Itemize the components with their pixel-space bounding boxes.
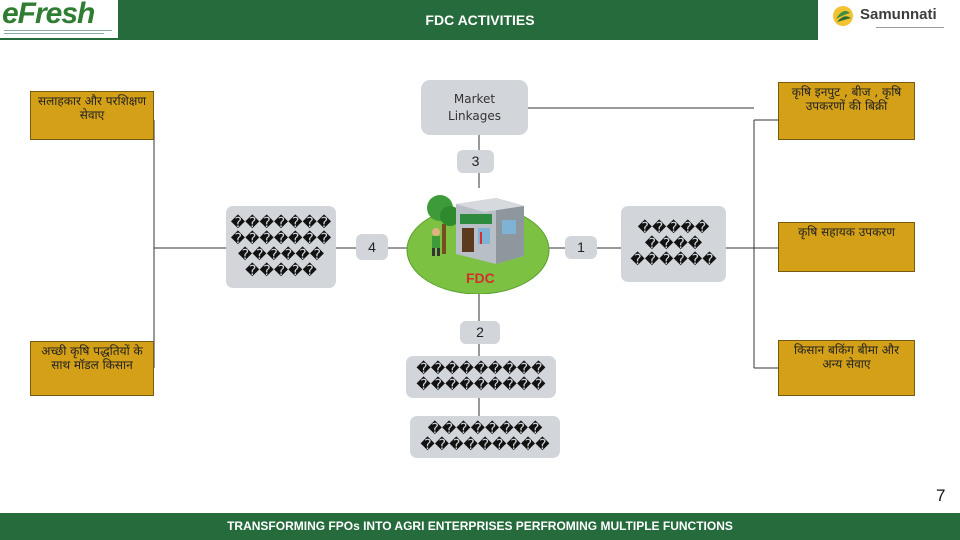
agri-equipment-label: कृषि सहायक उपकरण [798,225,895,239]
store-building-icon [456,198,524,264]
header-bar [0,0,960,40]
efresh-logo: eFresh [0,0,118,38]
samunnati-leaf-icon [833,6,853,26]
service-box-bottom-1-label: ��������� ��������� [416,361,546,393]
footer-bar [0,513,960,540]
service-box-left-label: ������� ������� ������ ����� [230,215,332,279]
model-farmers-label: अच्छी कृषि पद्धतियों के साथ मॉडल किसान [41,344,143,372]
tree-icon [427,195,460,254]
store-sign-icon [480,232,482,244]
step-2-badge: 2 [460,321,500,344]
model-farmers-box: अच्छी कृषि पद्धतियों के साथ मॉडल किसान [30,341,154,396]
advisory-training-label: सलाहकार और परशिक्षण सेवाए [37,94,147,122]
tagline-graphic [4,30,112,34]
samunnati-name: Samunnati [860,6,937,23]
fdc-label: FDC [466,270,495,286]
service-box-bottom-2-label: �������� ��������� [420,421,550,453]
slide-title: FDC ACTIVITIES [425,12,535,28]
input-sales-label: कृषि इनपुट , बीज , कृषि उपकरणों की बिक्र… [791,85,902,113]
footer-text: TRANSFORMING FPOs INTO AGRI ENTERPRISES … [227,519,733,533]
step-3-badge: 3 [457,150,494,173]
service-box-bottom-1: ��������� ��������� [406,356,556,398]
farmer-banking-box: किसान बकिंग बीमा और अन्य सेवाए [778,340,915,396]
fdc-store-illustration [406,195,550,294]
efresh-brand: eFresh [2,0,95,30]
agri-equipment-box: कृषि सहायक उपकरण [778,222,915,272]
market-linkages-box: Market Linkages [421,80,528,135]
samunnati-tagline [876,26,946,32]
step-4-badge: 4 [356,234,388,260]
farmer-banking-label: किसान बकिंग बीमा और अन्य सेवाए [793,343,899,371]
service-box-left: ������� ������� ������ ����� [226,206,336,288]
samunnati-logo: Samunnati [818,0,960,40]
input-sales-box: कृषि इनपुट , बीज , कृषि उपकरणों की बिक्र… [778,82,915,140]
step-1-badge: 1 [565,236,597,259]
tagline-graphic [876,27,944,28]
advisory-training-box: सलाहकार और परशिक्षण सेवाए [30,91,154,140]
service-box-right-label: ����� ���� ������ [630,220,717,268]
farmer-figure-icon [432,228,440,256]
efresh-tagline [4,28,114,38]
page-number: 7 [936,486,946,505]
market-linkages-label: Market Linkages [448,91,501,123]
service-box-right: ����� ���� ������ [621,206,726,282]
service-box-bottom-2: �������� ��������� [410,416,560,458]
